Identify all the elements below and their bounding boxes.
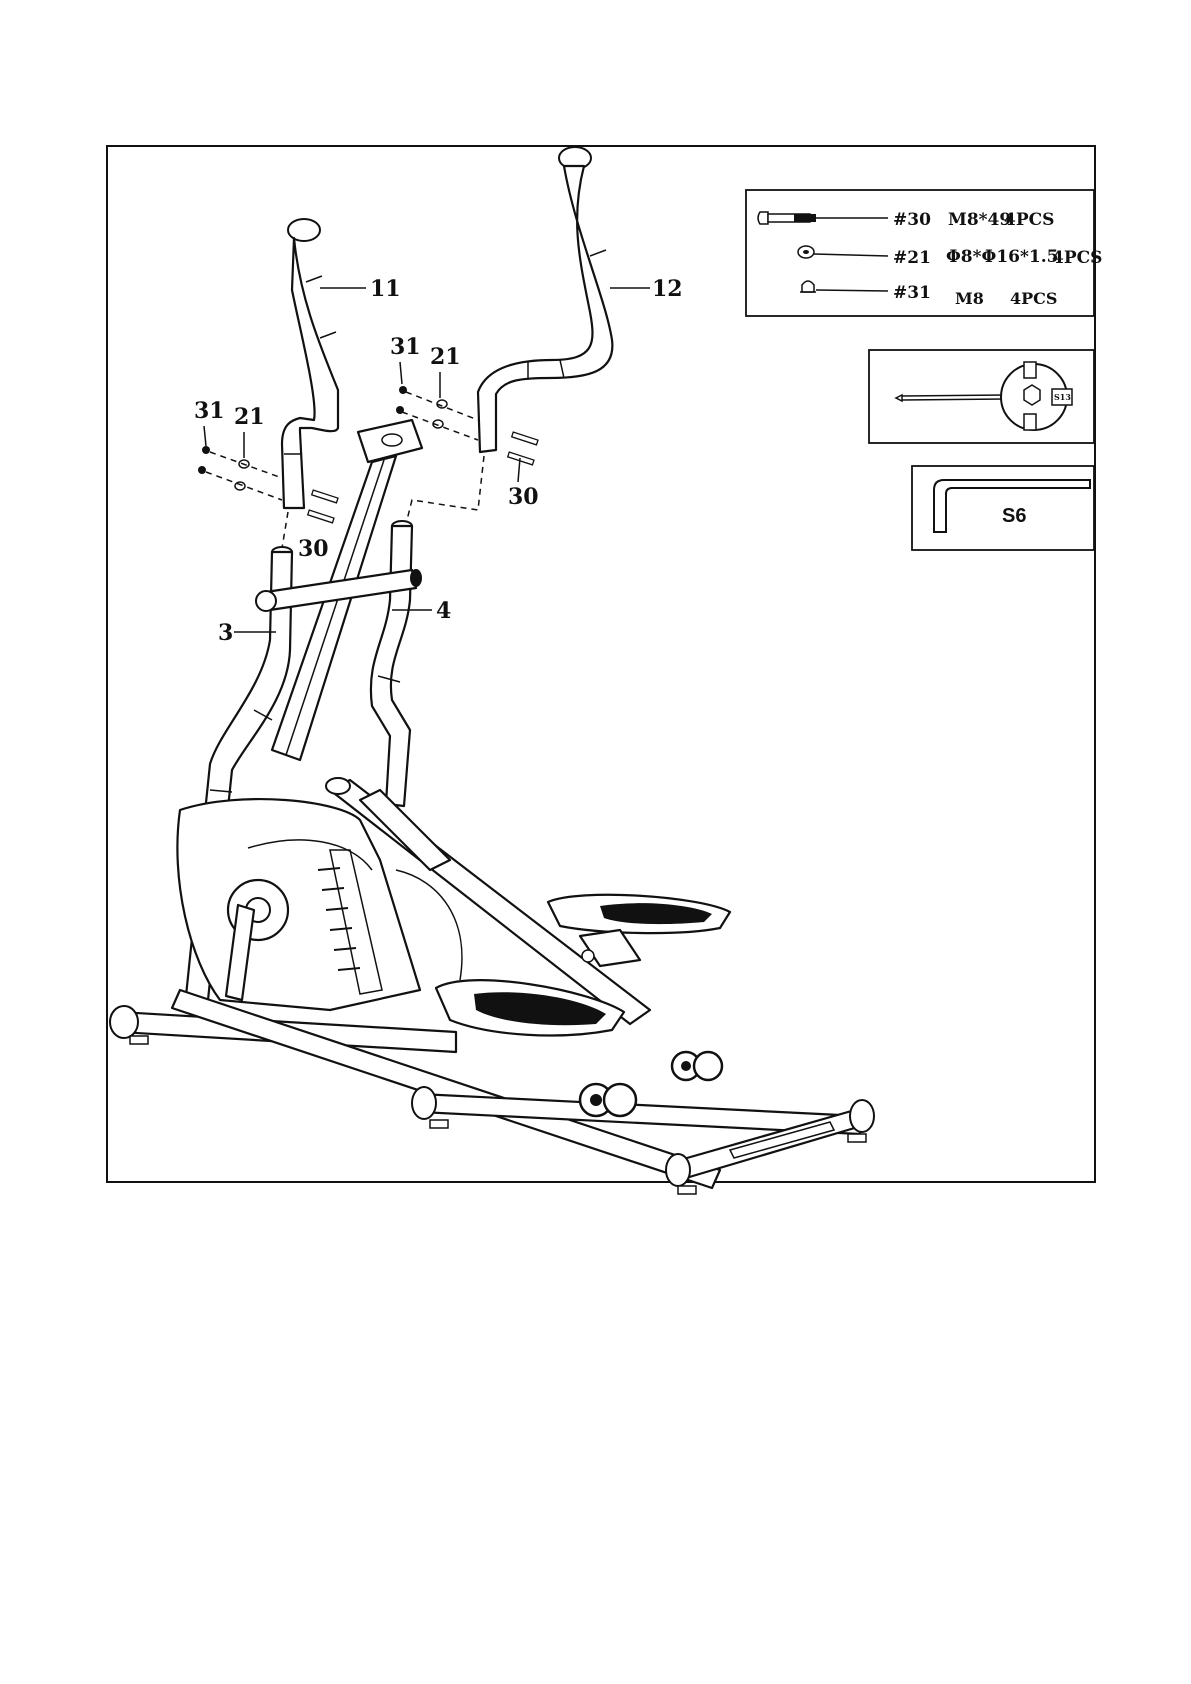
callout-right-31: 31 — [390, 334, 421, 360]
wrench-icon — [896, 362, 1072, 430]
wrench-size-label: S13 — [1054, 392, 1071, 402]
hardware-qty-31: 4PCS — [1010, 289, 1057, 308]
allen-key-size-label: S6 — [1002, 505, 1026, 527]
hardware-list-box: #30 M8*49 4PCS #21 Φ8*Φ16*1.5 4PCS #31 M… — [746, 190, 1102, 316]
bolt-icon — [758, 212, 888, 224]
callout-part-3: 3 — [218, 620, 233, 646]
callout-left-31: 31 — [194, 398, 225, 424]
hardware-ref-31: #31 — [893, 283, 931, 303]
allen-key-tool-box: S6 — [912, 466, 1094, 550]
hardware-qty-30: 4PCS — [1004, 210, 1054, 230]
callout-right-21: 21 — [430, 344, 461, 370]
callout-part-12: 12 — [652, 276, 683, 302]
left-upper-handlebar — [282, 219, 338, 508]
right-upper-handlebar — [478, 147, 612, 452]
callout-part-11: 11 — [370, 276, 401, 302]
cap-nut-icon — [800, 281, 888, 292]
hardware-ref-21: #21 — [893, 248, 931, 268]
callout-left-21: 21 — [234, 404, 265, 430]
hardware-spec-21: Φ8*Φ16*1.5 — [946, 247, 1058, 267]
hardware-spec-30: M8*49 — [948, 210, 1011, 230]
hardware-spec-31: M8 — [955, 289, 984, 308]
callout-right-30: 30 — [508, 484, 539, 510]
callout-left-30: 30 — [298, 536, 329, 562]
hardware-ref-30: #30 — [893, 210, 931, 230]
washer-icon — [798, 246, 888, 258]
callout-part-4: 4 — [436, 598, 451, 624]
hardware-qty-21: 4PCS — [1052, 248, 1102, 268]
wrench-tool-box: S13 — [869, 350, 1094, 443]
